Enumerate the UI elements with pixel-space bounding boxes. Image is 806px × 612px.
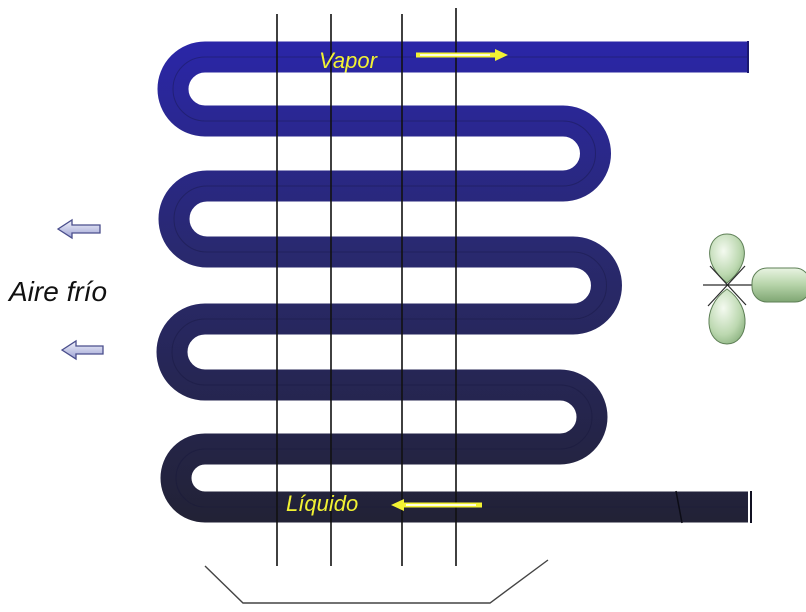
fan-blade-top-icon — [709, 233, 745, 284]
liquido-label: Líquido — [286, 491, 358, 516]
coil-tube — [156, 41, 748, 523]
aire-frio-label: Aire frío — [7, 276, 107, 307]
coil-outline — [171, 56, 748, 508]
fan-icon — [703, 233, 806, 345]
vapor-flow-arrow-icon — [416, 49, 508, 61]
fin-lines — [276, 8, 457, 566]
drip-tray — [204, 559, 549, 604]
air-arrow-icon-top — [56, 218, 101, 240]
liquid-flow-arrow-icon — [391, 499, 482, 511]
vapor-label: Vapor — [319, 48, 379, 73]
fan-motor-icon — [751, 267, 806, 303]
air-arrow-icon-bottom — [60, 339, 104, 361]
refrigerant-coil — [156, 41, 752, 524]
tube-joint-line — [675, 490, 683, 524]
fan-blade-bottom-icon — [708, 288, 746, 345]
